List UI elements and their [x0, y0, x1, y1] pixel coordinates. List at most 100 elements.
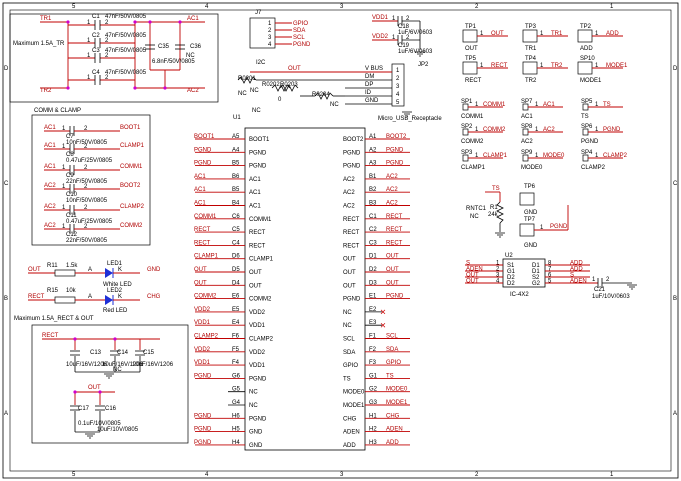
net-label: PGND [194, 147, 212, 153]
svg-text:SDA: SDA [293, 28, 305, 34]
net-label: PGND [386, 294, 404, 300]
net-label: PGND [386, 161, 404, 167]
svg-text:10uF/16V/1206: 10uF/16V/1206 [132, 362, 174, 368]
svg-text:1: 1 [540, 225, 544, 231]
net-label: CLAMP2 [120, 204, 145, 210]
net-label: SDA [386, 347, 398, 353]
net-label: COMM2 [194, 294, 217, 300]
svg-text:1: 1 [87, 20, 91, 26]
net-label: AC2 [386, 174, 398, 180]
net-label: TR2 [40, 88, 52, 94]
svg-text:R11: R11 [47, 263, 58, 269]
capacitor-c15: C15 10uF/16V/1206 [132, 350, 174, 368]
svg-text:TR1: TR1 [525, 46, 537, 52]
svg-text:K: K [118, 294, 122, 300]
svg-text:1: 1 [62, 165, 66, 171]
tr-box-border [9, 13, 219, 103]
svg-text:COMM2: COMM2 [461, 139, 484, 145]
pin-ball: G4 [232, 400, 241, 406]
net-label: AC1 [194, 174, 206, 180]
pin-ball: H4 [232, 440, 240, 446]
net-label: AC1 [187, 16, 199, 22]
svg-text:3: 3 [396, 84, 400, 90]
cap-ref: C12 [66, 232, 78, 238]
row-letter: B [673, 296, 677, 302]
svg-text:MODE1: MODE1 [580, 78, 602, 84]
svg-text:2: 2 [406, 35, 410, 41]
svg-text:10uF/16V/1206: 10uF/16V/1206 [66, 362, 108, 368]
net-label: BOOT2 [386, 134, 407, 140]
svg-text:1: 1 [62, 224, 66, 230]
col-number: 2 [475, 4, 479, 10]
comm-box-border [31, 114, 151, 246]
net-label: AC1 [44, 125, 56, 131]
net-label: SCL [386, 334, 398, 340]
svg-text:A: A [88, 294, 92, 300]
svg-text:SP10: SP10 [580, 56, 595, 62]
pin-name: RECT [249, 230, 266, 236]
svg-text:SP5: SP5 [581, 99, 593, 105]
pin-name: SCL [343, 337, 355, 343]
net-label: AC2 [44, 223, 56, 229]
pin-name: OUT [343, 270, 356, 276]
svg-text:DP: DP [365, 82, 373, 88]
cap-value: 22nF/50V/0805 [66, 179, 108, 185]
svg-text:SP2: SP2 [461, 124, 473, 130]
pin-ball: B3 [369, 201, 377, 207]
svg-text:7: 7 [548, 267, 552, 273]
svg-text:U1: U1 [233, 115, 241, 121]
pin-name: COMM1 [249, 217, 272, 223]
net-label: AC1 [194, 201, 206, 207]
svg-text:TR2: TR2 [525, 78, 537, 84]
svg-text:47nF/50V/0805: 47nF/50V/0805 [105, 33, 147, 39]
svg-text:C1: C1 [92, 14, 100, 20]
svg-text:ADD: ADD [570, 267, 583, 273]
net-label: AC1 [543, 102, 555, 108]
net-label: GPIO [386, 360, 401, 366]
svg-text:NC: NC [252, 108, 261, 114]
svg-text:1: 1 [268, 21, 272, 27]
pin-ball: H5 [232, 427, 240, 433]
pin-name: NC [249, 403, 258, 409]
pin-ball: F5 [232, 347, 240, 353]
svg-text:10uF/10V/0805: 10uF/10V/0805 [97, 427, 139, 433]
net-label: RECT [194, 240, 211, 246]
col-number: 5 [72, 472, 76, 478]
pin-ball: E3 [369, 320, 377, 326]
svg-text:D1: D1 [532, 263, 540, 269]
col-number: 1 [610, 4, 614, 10]
pin-name: RECT [343, 230, 360, 236]
pin-ball: B1 [369, 174, 377, 180]
svg-text:R0204: R0204 [312, 92, 330, 98]
net-label: RECT [194, 227, 211, 233]
svg-text:1uF/6V/0603: 1uF/6V/0603 [398, 30, 433, 36]
svg-text:NC: NC [250, 88, 259, 94]
svg-text:R0202: R0202 [262, 82, 280, 88]
svg-text:1: 1 [475, 127, 479, 133]
pin-name: GPIO [343, 363, 358, 369]
svg-text:C15: C15 [143, 350, 155, 356]
pin-ball: F3 [369, 360, 377, 366]
led1-circuit: OUT R11 1.5k A LED1 White LED K GND [28, 261, 161, 288]
svg-text:SP4: SP4 [581, 150, 593, 156]
svg-text:1: 1 [595, 102, 599, 108]
